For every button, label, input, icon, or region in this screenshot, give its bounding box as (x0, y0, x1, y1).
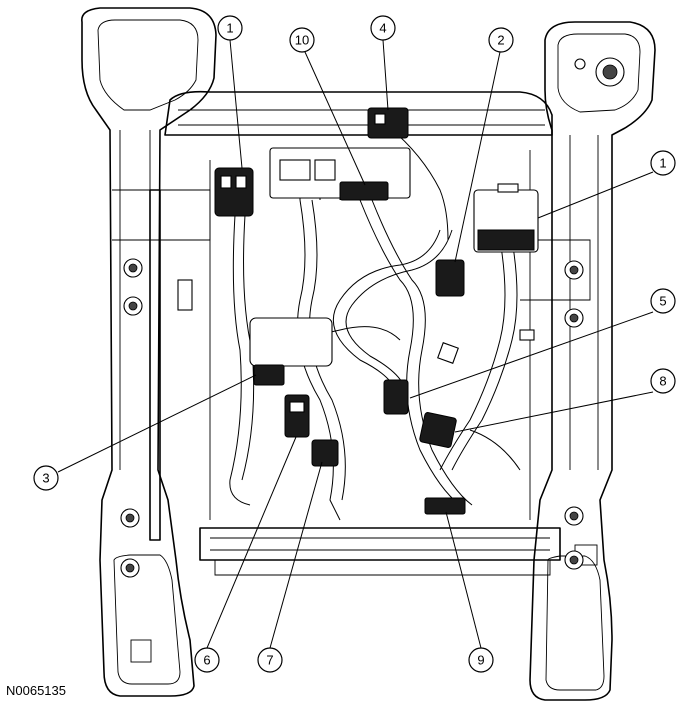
callout-4: 4 (370, 15, 396, 41)
callout-label: 4 (379, 21, 386, 36)
figure-reference-id: N0065135 (6, 683, 66, 698)
callout-5: 5 (650, 288, 676, 314)
callout-1-top-left: 1 (217, 15, 243, 41)
callout-label: 1 (659, 156, 666, 171)
callout-label: 6 (203, 653, 210, 668)
callout-label: 8 (659, 374, 666, 389)
right-seat-track (529, 21, 656, 701)
callout-label: 5 (659, 294, 666, 309)
callout-6: 6 (194, 647, 220, 673)
left-seat-track (81, 7, 217, 697)
callout-9: 9 (468, 647, 494, 673)
callout-label: 9 (477, 653, 484, 668)
callout-1-right: 1 (650, 150, 676, 176)
callout-7: 7 (257, 647, 283, 673)
callout-label: 1 (226, 21, 233, 36)
callout-leader-lines (57, 39, 654, 649)
callout-label: 3 (42, 471, 49, 486)
callout-label: 7 (266, 653, 273, 668)
callout-2: 2 (488, 27, 514, 53)
connectors (177, 107, 539, 515)
callout-8: 8 (650, 368, 676, 394)
callout-label: 2 (497, 33, 504, 48)
callout-3: 3 (33, 465, 59, 491)
frame-bolts (120, 258, 584, 578)
callout-10: 10 (289, 27, 315, 53)
callout-label: 10 (295, 33, 309, 48)
